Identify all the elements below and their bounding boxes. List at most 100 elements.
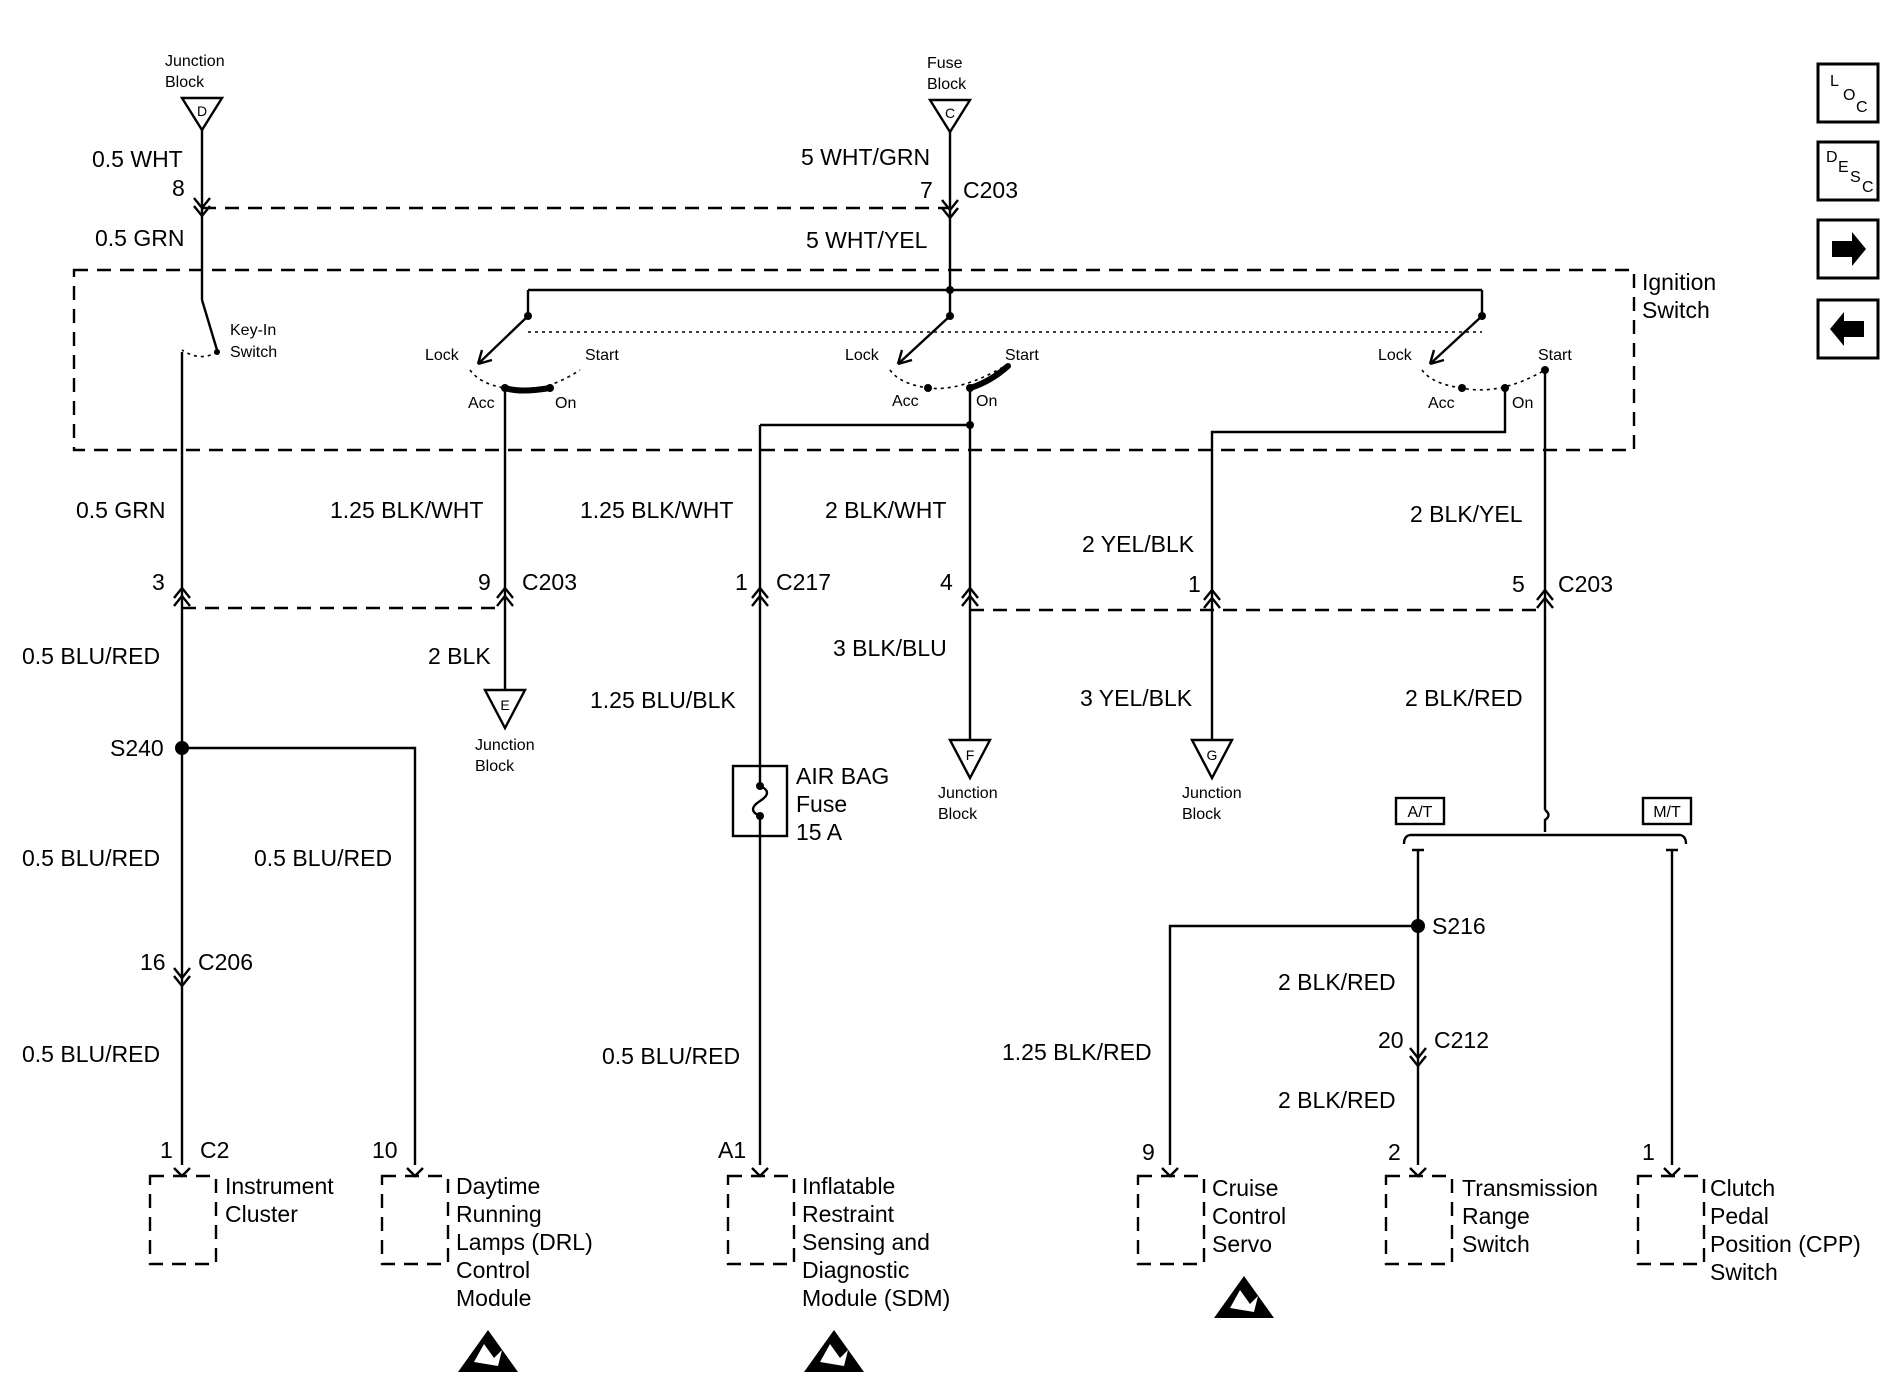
pos-lock-3: Lock [1378, 347, 1413, 364]
connector-c206: C206 [198, 949, 253, 975]
prev-arrow-button[interactable] [1816, 298, 1880, 360]
key-in-switch: Key-In Switch [181, 299, 277, 361]
option-at-label: A/T [1408, 804, 1433, 821]
connector-c203-mid-left: C203 [522, 569, 577, 595]
wire-label-125blkwht-a: 1.25 BLK/WHT [330, 497, 483, 523]
next-arrow-button[interactable] [1816, 218, 1880, 280]
wire-label-2blkred-3: 2 BLK/RED [1278, 1087, 1396, 1113]
sdm-line2: Restraint [802, 1201, 895, 1227]
wire-label-5whtyel: 5 WHT/YEL [806, 227, 928, 253]
ground-e-line1: Junction [475, 737, 535, 754]
ignition-switch-label-line1: Ignition [1642, 269, 1716, 295]
desc-main: E [1838, 159, 1849, 176]
wire-label-5whtgrn: 5 WHT/GRN [801, 144, 930, 170]
pos-lock-2: Lock [845, 347, 880, 364]
ground-e-line2: Block [475, 758, 515, 775]
cruise-line3: Servo [1212, 1231, 1272, 1257]
esd-warning-icon-drl [458, 1330, 518, 1372]
left-arrow-icon [1830, 312, 1864, 346]
sdm-line1: Inflatable [802, 1173, 895, 1199]
option-mt-label: M/T [1653, 804, 1681, 821]
air-bag-fuse-line3: 15 A [796, 819, 843, 845]
loc-sup: L [1830, 73, 1839, 90]
drl-line4: Control [456, 1257, 530, 1283]
wire-label-2blkred-2: 2 BLK/RED [1278, 969, 1396, 995]
pin-20: 20 [1378, 1027, 1404, 1053]
fuse-block-c-line2: Block [927, 76, 967, 93]
transmission-range-switch: Transmission Range Switch [1384, 1167, 1598, 1266]
pos-on-1: On [555, 395, 576, 412]
pos-on-3: On [1512, 395, 1533, 412]
pin-1-cpp: 1 [1642, 1139, 1655, 1165]
air-bag-fuse: AIR BAG Fuse 15 A [731, 763, 889, 845]
loc-sub: C [1856, 99, 1868, 116]
sdm-line3: Sensing and [802, 1229, 930, 1255]
junction-block-d-line2: Block [165, 74, 205, 91]
ground-junction-block-e: E Junction Block [475, 688, 535, 775]
pos-acc-2: Acc [892, 393, 919, 410]
wire-label-2yelblk: 2 YEL/BLK [1082, 531, 1195, 557]
cruise-control-servo: Cruise Control Servo [1136, 1167, 1286, 1318]
wire-label-3yelblk: 3 YEL/BLK [1080, 685, 1193, 711]
cruise-line2: Control [1212, 1203, 1286, 1229]
pin-1-c2: 1 [160, 1137, 173, 1163]
ignition-switch-section-1: Lock Start Acc On [425, 312, 619, 412]
splice-s216-label: S216 [1432, 913, 1486, 939]
pos-lock-1: Lock [425, 347, 460, 364]
instrument-cluster-line2: Cluster [225, 1201, 298, 1227]
wire-label-2blkwht: 2 BLK/WHT [825, 497, 946, 523]
fuse-block-c-triangle [927, 98, 973, 135]
wire-label-125blkred: 1.25 BLK/RED [1002, 1039, 1152, 1065]
ground-f-line2: Block [938, 806, 978, 823]
sdm-line4: Diagnostic [802, 1257, 909, 1283]
pin-A1: A1 [718, 1137, 746, 1163]
connector-c212: C212 [1434, 1027, 1489, 1053]
fuse-block-c: Fuse Block C [927, 55, 973, 135]
pin-10: 10 [372, 1137, 398, 1163]
wire-label-2blkyel: 2 BLK/YEL [1410, 501, 1523, 527]
key-in-switch-line1: Key-In [230, 322, 276, 339]
loc-button[interactable]: L O C [1816, 62, 1880, 124]
cruise-line1: Cruise [1212, 1175, 1278, 1201]
pos-start-2: Start [1005, 347, 1039, 364]
pin-16: 16 [140, 949, 166, 975]
loc-main: O [1843, 87, 1855, 104]
desc-button[interactable]: D E S C [1816, 140, 1880, 202]
connector-c2: C2 [200, 1137, 229, 1163]
pos-acc-3: Acc [1428, 395, 1455, 412]
air-bag-fuse-line2: Fuse [796, 791, 847, 817]
junction-block-d: Junction Block D [165, 53, 225, 133]
connector-c203-top: C203 [963, 177, 1018, 203]
ground-junction-block-g: G Junction Block [1182, 738, 1242, 823]
pos-on-2: On [976, 393, 997, 410]
wire-label-05grn-top: 0.5 GRN [95, 225, 184, 251]
desc-sub: C [1862, 179, 1874, 196]
connector-c217: C217 [776, 569, 831, 595]
drl-control-module: Daytime Running Lamps (DRL) Control Modu… [380, 1167, 593, 1372]
fuse-block-c-line1: Fuse [927, 55, 963, 72]
connector-c203-mid-right: C203 [1558, 571, 1613, 597]
ignition-switch-label-line2: Switch [1642, 297, 1710, 323]
pin-9-cruise: 9 [1142, 1139, 1155, 1165]
wire-label-05blured-2: 0.5 BLU/RED [22, 845, 160, 871]
cpp-line4: Switch [1710, 1259, 1778, 1285]
ground-e-letter: E [500, 697, 509, 713]
wire-label-05blured-4: 0.5 BLU/RED [22, 1041, 160, 1067]
wire-label-2blk: 2 BLK [428, 643, 491, 669]
drl-line2: Running [456, 1201, 542, 1227]
trans-range-line3: Switch [1462, 1231, 1530, 1257]
ground-g-line1: Junction [1182, 785, 1242, 802]
instrument-cluster-line1: Instrument [225, 1173, 334, 1199]
drl-line5: Module [456, 1285, 531, 1311]
junction-block-d-letter: D [197, 103, 207, 119]
splice-s240-label: S240 [110, 735, 164, 761]
wire-label-05blured-5: 0.5 BLU/RED [602, 1043, 740, 1069]
junction-block-d-line1: Junction [165, 53, 225, 70]
esd-warning-icon-cruise [1214, 1276, 1274, 1318]
pin-1-c217: 1 [735, 569, 748, 595]
cpp-line2: Pedal [1710, 1203, 1769, 1229]
pin-9: 9 [478, 569, 491, 595]
pin-1-yel: 1 [1188, 571, 1201, 597]
air-bag-fuse-line1: AIR BAG [796, 763, 889, 789]
instrument-cluster: Instrument Cluster [148, 1167, 334, 1266]
